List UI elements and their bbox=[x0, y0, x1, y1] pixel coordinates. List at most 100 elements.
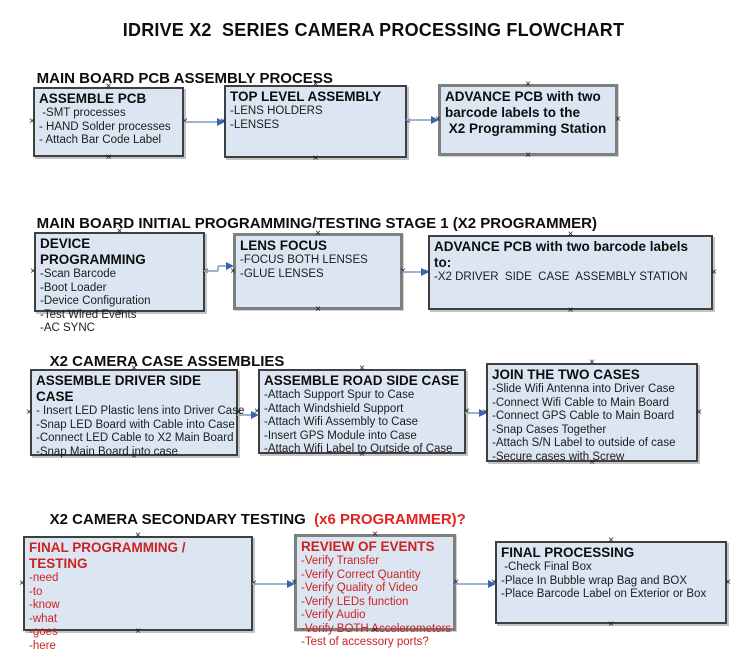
connector-handle-icon: × bbox=[615, 114, 621, 125]
box-title: ADVANCE PCB with two barcode labels to: bbox=[434, 239, 692, 270]
box-title: FINAL PROGRAMMING / TESTING bbox=[29, 540, 190, 571]
box-item: -Slide Wifi Antenna into Driver Case bbox=[492, 383, 675, 395]
box-item: -goes bbox=[29, 626, 58, 638]
box-item: -Place In Bubble wrap Bag and BOX bbox=[501, 574, 688, 587]
connector-handle-icon: × bbox=[19, 577, 25, 589]
box-item: -Snap Main Board into case bbox=[36, 445, 178, 458]
box-item: -Attach Support Spur to Case bbox=[264, 389, 415, 401]
connector-handle-icon: × bbox=[525, 150, 531, 161]
box-item: -AC SYNC bbox=[40, 322, 95, 334]
box-item: -Verify BOTH Accelerometers bbox=[301, 622, 452, 635]
connector-handle-icon: × bbox=[608, 619, 614, 630]
section-heading-text: X2 CAMERA SECONDARY TESTING bbox=[49, 511, 306, 528]
connector-handle-icon: × bbox=[105, 152, 112, 163]
connector-handle-icon: × bbox=[359, 363, 365, 374]
box-item: -Check Final Box bbox=[501, 561, 592, 573]
box-title: LENS FOCUS bbox=[240, 238, 328, 253]
box-item: -Device Configuration bbox=[40, 295, 151, 307]
box-item: -X2 DRIVER SIDE CASE ASSEMBLY STATION bbox=[434, 271, 688, 283]
box-title: ADVANCE PCB with two barcode labels to t… bbox=[445, 89, 607, 136]
box-item: - Insert LED Plastic lens into Driver Ca… bbox=[36, 405, 245, 417]
box-item: -GLUE LENSES bbox=[240, 267, 324, 280]
box-item: - Attach Bar Code Label bbox=[39, 134, 162, 146]
section-heading-initial-programming: MAIN BOARD INITIAL PROGRAMMING/TESTING S… bbox=[20, 198, 597, 249]
flow-arrow bbox=[455, 580, 496, 588]
box-item: -SMT processes bbox=[39, 107, 126, 119]
box-item: - HAND Solder processes bbox=[39, 120, 171, 133]
flow-box-advance-pcb-programming-station: ADVANCE PCB with two barcode labels to t… bbox=[435, 80, 621, 161]
flow-arrow bbox=[252, 580, 295, 588]
connector-handle-icon: × bbox=[567, 305, 574, 316]
box-item: -Verify Quality of Video bbox=[301, 582, 418, 594]
connector-handle-icon: × bbox=[312, 153, 319, 164]
flow-box-final-programming-testing: FINAL PROGRAMMING / TESTING -need -to -k… bbox=[19, 531, 257, 652]
flow-box-review-of-events: REVIEW OF EVENTS -Verify Transfer -Verif… bbox=[291, 530, 459, 649]
box-title: JOIN THE TWO CASES bbox=[492, 367, 640, 382]
box-item: -Attach S/N Label to outside of case bbox=[492, 437, 676, 449]
connector-handle-icon: × bbox=[725, 576, 731, 588]
box-item: -know bbox=[29, 599, 60, 611]
box-item: -to bbox=[29, 585, 43, 598]
box-item: -Verify Audio bbox=[301, 609, 366, 621]
box-item: -Place Barcode Label on Exterior or Box bbox=[501, 588, 707, 600]
connector-handle-icon: × bbox=[525, 79, 531, 90]
flow-arrow bbox=[406, 116, 439, 124]
flow-arrow bbox=[204, 262, 234, 272]
box-item: -LENS HOLDERS bbox=[230, 105, 323, 117]
box-item: -Verify Transfer bbox=[301, 555, 379, 567]
flow-box-assemble-driver-side-case: ASSEMBLE DRIVER SIDE CASE - Insert LED P… bbox=[26, 364, 245, 462]
box-item: -here bbox=[29, 639, 56, 652]
box-item: -Test Wired Events bbox=[40, 308, 137, 321]
box-item: -LENSES bbox=[230, 118, 280, 131]
section-heading-text: MAIN BOARD INITIAL PROGRAMMING/TESTING S… bbox=[36, 215, 597, 232]
box-item: -Connect GPS Cable to Main Board bbox=[492, 410, 675, 422]
flow-arrow bbox=[184, 118, 225, 126]
connector-handle-icon: × bbox=[711, 266, 717, 278]
box-item: -need bbox=[29, 572, 59, 584]
box-item: -Snap Cases Together bbox=[492, 423, 607, 436]
flow-box-join-the-two-cases: JOIN THE TWO CASES -Slide Wifi Antenna i… bbox=[482, 358, 702, 468]
box-title: TOP LEVEL ASSEMBLY bbox=[230, 89, 382, 104]
flow-box-advance-pcb-driver-side: ADVANCE PCB with two barcode labels to: … bbox=[424, 230, 717, 316]
box-item: -Insert GPS Module into Case bbox=[264, 429, 417, 442]
box-item: -Secure cases with Screw bbox=[492, 450, 625, 463]
box-item: -Verify Correct Quantity bbox=[301, 568, 421, 581]
connector-handle-icon: × bbox=[315, 304, 321, 315]
box-item: -Verify LEDs function bbox=[301, 595, 409, 608]
section-heading-red-suffix: (x6 PROGRAMMER)? bbox=[305, 511, 466, 528]
flow-arrow bbox=[237, 411, 259, 419]
box-item: -Snap LED Board with Cable into Case bbox=[36, 418, 235, 431]
flow-arrow bbox=[465, 409, 487, 417]
flow-box-assemble-road-side-case: ASSEMBLE ROAD SIDE CASE -Attach Support … bbox=[254, 364, 470, 460]
box-title: ASSEMBLE PCB bbox=[39, 91, 147, 106]
flow-box-device-programming: DEVICE PROGRAMMING -Scan Barcode -Boot L… bbox=[30, 227, 209, 335]
box-item: -Connect LED Cable to X2 Main Board bbox=[36, 432, 234, 444]
flow-box-lens-focus: LENS FOCUS -FOCUS BOTH LENSES -GLUE LENS… bbox=[230, 229, 406, 315]
section-heading-secondary-testing: X2 CAMERA SECONDARY TESTING (x6 PROGRAMM… bbox=[33, 494, 466, 545]
section-heading-text: MAIN BOARD PCB ASSEMBLY PROCESS bbox=[36, 70, 333, 87]
connector-handle-icon: × bbox=[30, 266, 36, 277]
box-item: -Attach Wifi Label to Outside of Case bbox=[264, 443, 453, 455]
connector-handle-icon: × bbox=[608, 535, 614, 546]
box-title: FINAL PROCESSING bbox=[501, 545, 635, 560]
box-item: -Scan Barcode bbox=[40, 268, 117, 280]
connector-handle-icon: × bbox=[29, 116, 35, 127]
box-item: -Attach Wifi Assembly to Case bbox=[264, 416, 419, 428]
connector-handle-icon: × bbox=[26, 406, 32, 418]
box-item: -Boot Loader bbox=[40, 281, 107, 294]
box-item: -Connect Wifi Cable to Main Board bbox=[492, 396, 670, 409]
box-item: -Attach Windshield Support bbox=[264, 402, 404, 415]
box-title: ASSEMBLE ROAD SIDE CASE bbox=[264, 373, 460, 388]
flow-arrow bbox=[402, 268, 429, 276]
flow-box-assemble-pcb: ASSEMBLE PCB -SMT processes - HAND Solde… bbox=[29, 82, 188, 163]
box-item: -Test of accessory ports? bbox=[301, 636, 429, 648]
page-title: IDRIVE X2 SERIES CAMERA PROCESSING FLOWC… bbox=[122, 20, 625, 40]
flow-box-top-level-assembly: TOP LEVEL ASSEMBLY -LENS HOLDERS -LENSES… bbox=[220, 80, 411, 164]
box-item: -FOCUS BOTH LENSES bbox=[240, 254, 368, 266]
section-heading-pcb-assembly: MAIN BOARD PCB ASSEMBLY PROCESS bbox=[20, 53, 333, 104]
flow-box-final-processing: FINAL PROCESSING -Check Final Box -Place… bbox=[491, 536, 731, 630]
box-title: ASSEMBLE DRIVER SIDE CASE bbox=[36, 373, 205, 404]
section-heading-case-assemblies: X2 CAMERA CASE ASSEMBLIES bbox=[33, 336, 285, 387]
box-title: DEVICE PROGRAMMING bbox=[40, 236, 146, 267]
